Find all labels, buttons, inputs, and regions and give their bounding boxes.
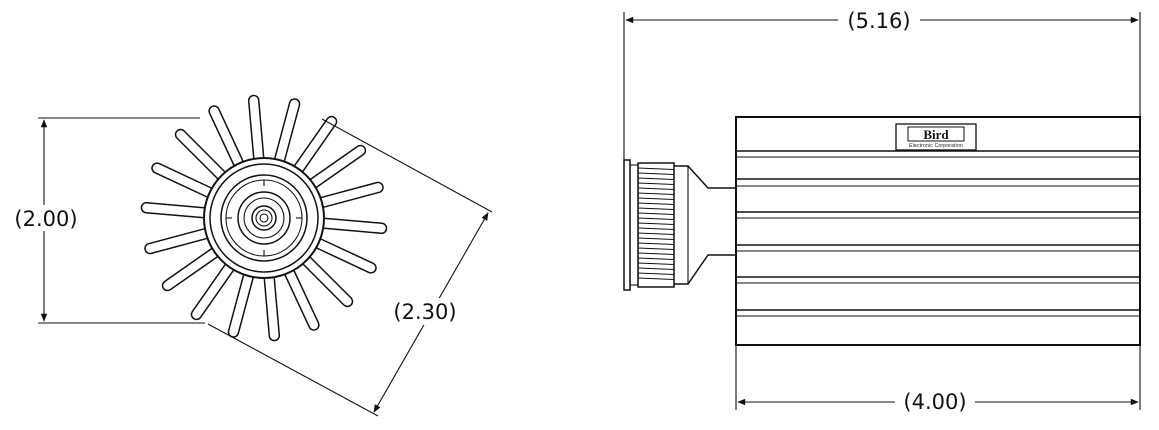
- thread-line: [637, 227, 675, 230]
- thread-line: [637, 257, 675, 260]
- thread-line: [637, 187, 675, 190]
- load-body: [735, 116, 1141, 346]
- thread-line: [637, 232, 675, 235]
- front-view: (2.00) (2.30): [6, 94, 493, 417]
- thread-line: [637, 192, 675, 195]
- heatsink-fin: [247, 94, 265, 161]
- body-length-label: (4.00): [903, 390, 966, 414]
- thread-line: [637, 182, 675, 185]
- thread-line: [637, 172, 675, 175]
- heatsink-fins: [140, 94, 388, 342]
- thread-line: [637, 242, 675, 245]
- thread-line: [637, 272, 675, 275]
- thread-line: [637, 247, 675, 250]
- thread-line: [637, 267, 675, 270]
- side-view: Bird Electronic Corporation (5.16) (4.00…: [623, 8, 1141, 415]
- heatsink-fin: [140, 201, 207, 219]
- heatsink-fin: [321, 217, 388, 235]
- heatsink-fin: [314, 237, 377, 274]
- heatsink-fin: [144, 227, 210, 255]
- heatsink-fin: [318, 181, 384, 209]
- connector-face: [203, 157, 325, 279]
- thread-line: [637, 252, 675, 255]
- thread-line: [637, 202, 675, 205]
- bird-logo: Bird Electronic Corporation: [895, 123, 977, 151]
- thread-line: [637, 217, 675, 220]
- diagonal-dimension-label: (2.30): [393, 300, 456, 324]
- connector-threads: [637, 167, 675, 280]
- thread-line: [637, 237, 675, 240]
- thread-line: [637, 207, 675, 210]
- logo-subtitle: Electronic Corporation: [909, 143, 963, 149]
- heatsink-fin: [308, 144, 367, 190]
- thread-line: [637, 177, 675, 180]
- heatsink-fin: [227, 272, 255, 338]
- thread-line: [637, 277, 675, 280]
- thread-line: [637, 197, 675, 200]
- overall-length-dimension: [623, 12, 1141, 160]
- n-connector: [623, 159, 736, 291]
- thread-line: [637, 262, 675, 265]
- heatsink-fin: [263, 275, 281, 342]
- heatsink-fin: [273, 98, 301, 164]
- height-dimension-label: (2.00): [14, 207, 77, 231]
- heatsink-fin: [300, 254, 354, 308]
- heatsink-fin: [190, 262, 236, 321]
- heatsink-fin: [283, 268, 320, 331]
- heatsink-fin: [208, 105, 245, 168]
- overall-length-label: (5.16): [847, 9, 910, 33]
- logo-brand: Bird: [923, 127, 949, 142]
- heatsink-fin: [174, 128, 228, 182]
- heatsink-fin: [161, 246, 220, 292]
- thread-line: [637, 212, 675, 215]
- thread-line: [637, 167, 675, 170]
- heatsink-fin: [292, 115, 338, 174]
- thread-line: [637, 222, 675, 225]
- heatsink-fin: [151, 162, 214, 199]
